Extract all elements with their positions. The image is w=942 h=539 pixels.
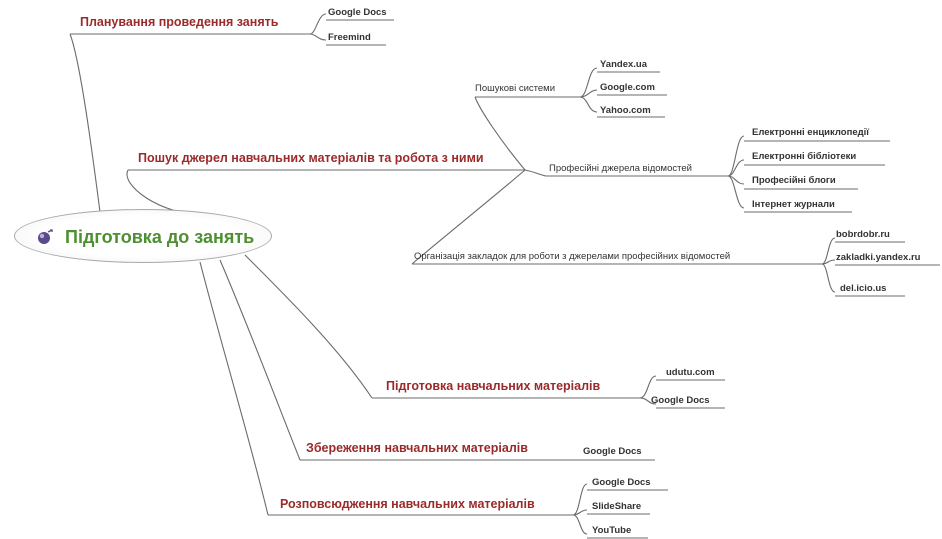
leaf-google-docs[interactable]: Google Docs — [328, 7, 387, 18]
leaf-internet-journals[interactable]: Інтернет журнали — [752, 199, 835, 210]
leaf-freemind[interactable]: Freemind — [328, 32, 371, 43]
leaf-google-com[interactable]: Google.com — [600, 82, 655, 93]
leaf-e-encyclopedias[interactable]: Електронні енциклопедії — [752, 127, 869, 138]
leaf-e-libraries[interactable]: Електронні бібліотеки — [752, 151, 857, 162]
leaf-google-docs[interactable]: Google Docs — [651, 395, 710, 406]
branch-preparation[interactable]: Підготовка навчальних матеріалів — [386, 379, 601, 393]
node-search-engines[interactable]: Пошукові системи — [475, 83, 555, 94]
connector-root-distribution — [199, 261, 269, 516]
leaf-yandex-ua[interactable]: Yandex.ua — [600, 59, 647, 70]
root-node[interactable]: Підготовка до занять — [14, 209, 272, 263]
connector-root-storage — [219, 259, 301, 461]
leaf-youtube[interactable]: YouTube — [592, 525, 632, 536]
connector-root-planning — [69, 33, 101, 213]
node-professional-sources[interactable]: Професійні джерела відомостей — [549, 163, 692, 174]
leaf-professional-blogs[interactable]: Професійні блоги — [752, 175, 836, 186]
root-label: Підготовка до занять — [65, 227, 255, 247]
globe-icon — [38, 229, 53, 244]
leaf-google-docs[interactable]: Google Docs — [583, 446, 642, 457]
branch-distribution[interactable]: Розповсюдження навчальних матеріалів — [280, 497, 535, 511]
leaf-delicious[interactable]: del.icio.us — [840, 283, 887, 294]
leaf-yahoo-com[interactable]: Yahoo.com — [600, 105, 651, 116]
node-bookmarks[interactable]: Організація закладок для роботи з джерел… — [414, 251, 731, 262]
connector-root-preparation — [244, 254, 373, 399]
leaf-bobrdobr[interactable]: bobrdobr.ru — [836, 229, 890, 240]
leaf-udutu[interactable]: udutu.com — [666, 367, 715, 378]
branch-storage[interactable]: Збереження навчальних матеріалів — [306, 441, 528, 455]
branch-search[interactable]: Пошук джерел навчальних матеріалів та ро… — [138, 151, 484, 165]
branch-planning[interactable]: Планування проведення занять — [80, 15, 279, 29]
leaf-zakladki-yandex[interactable]: zakladki.yandex.ru — [836, 252, 921, 263]
leaf-slideshare[interactable]: SlideShare — [592, 501, 642, 512]
connector-planning-leaves — [309, 13, 327, 41]
leaf-google-docs[interactable]: Google Docs — [592, 477, 651, 488]
